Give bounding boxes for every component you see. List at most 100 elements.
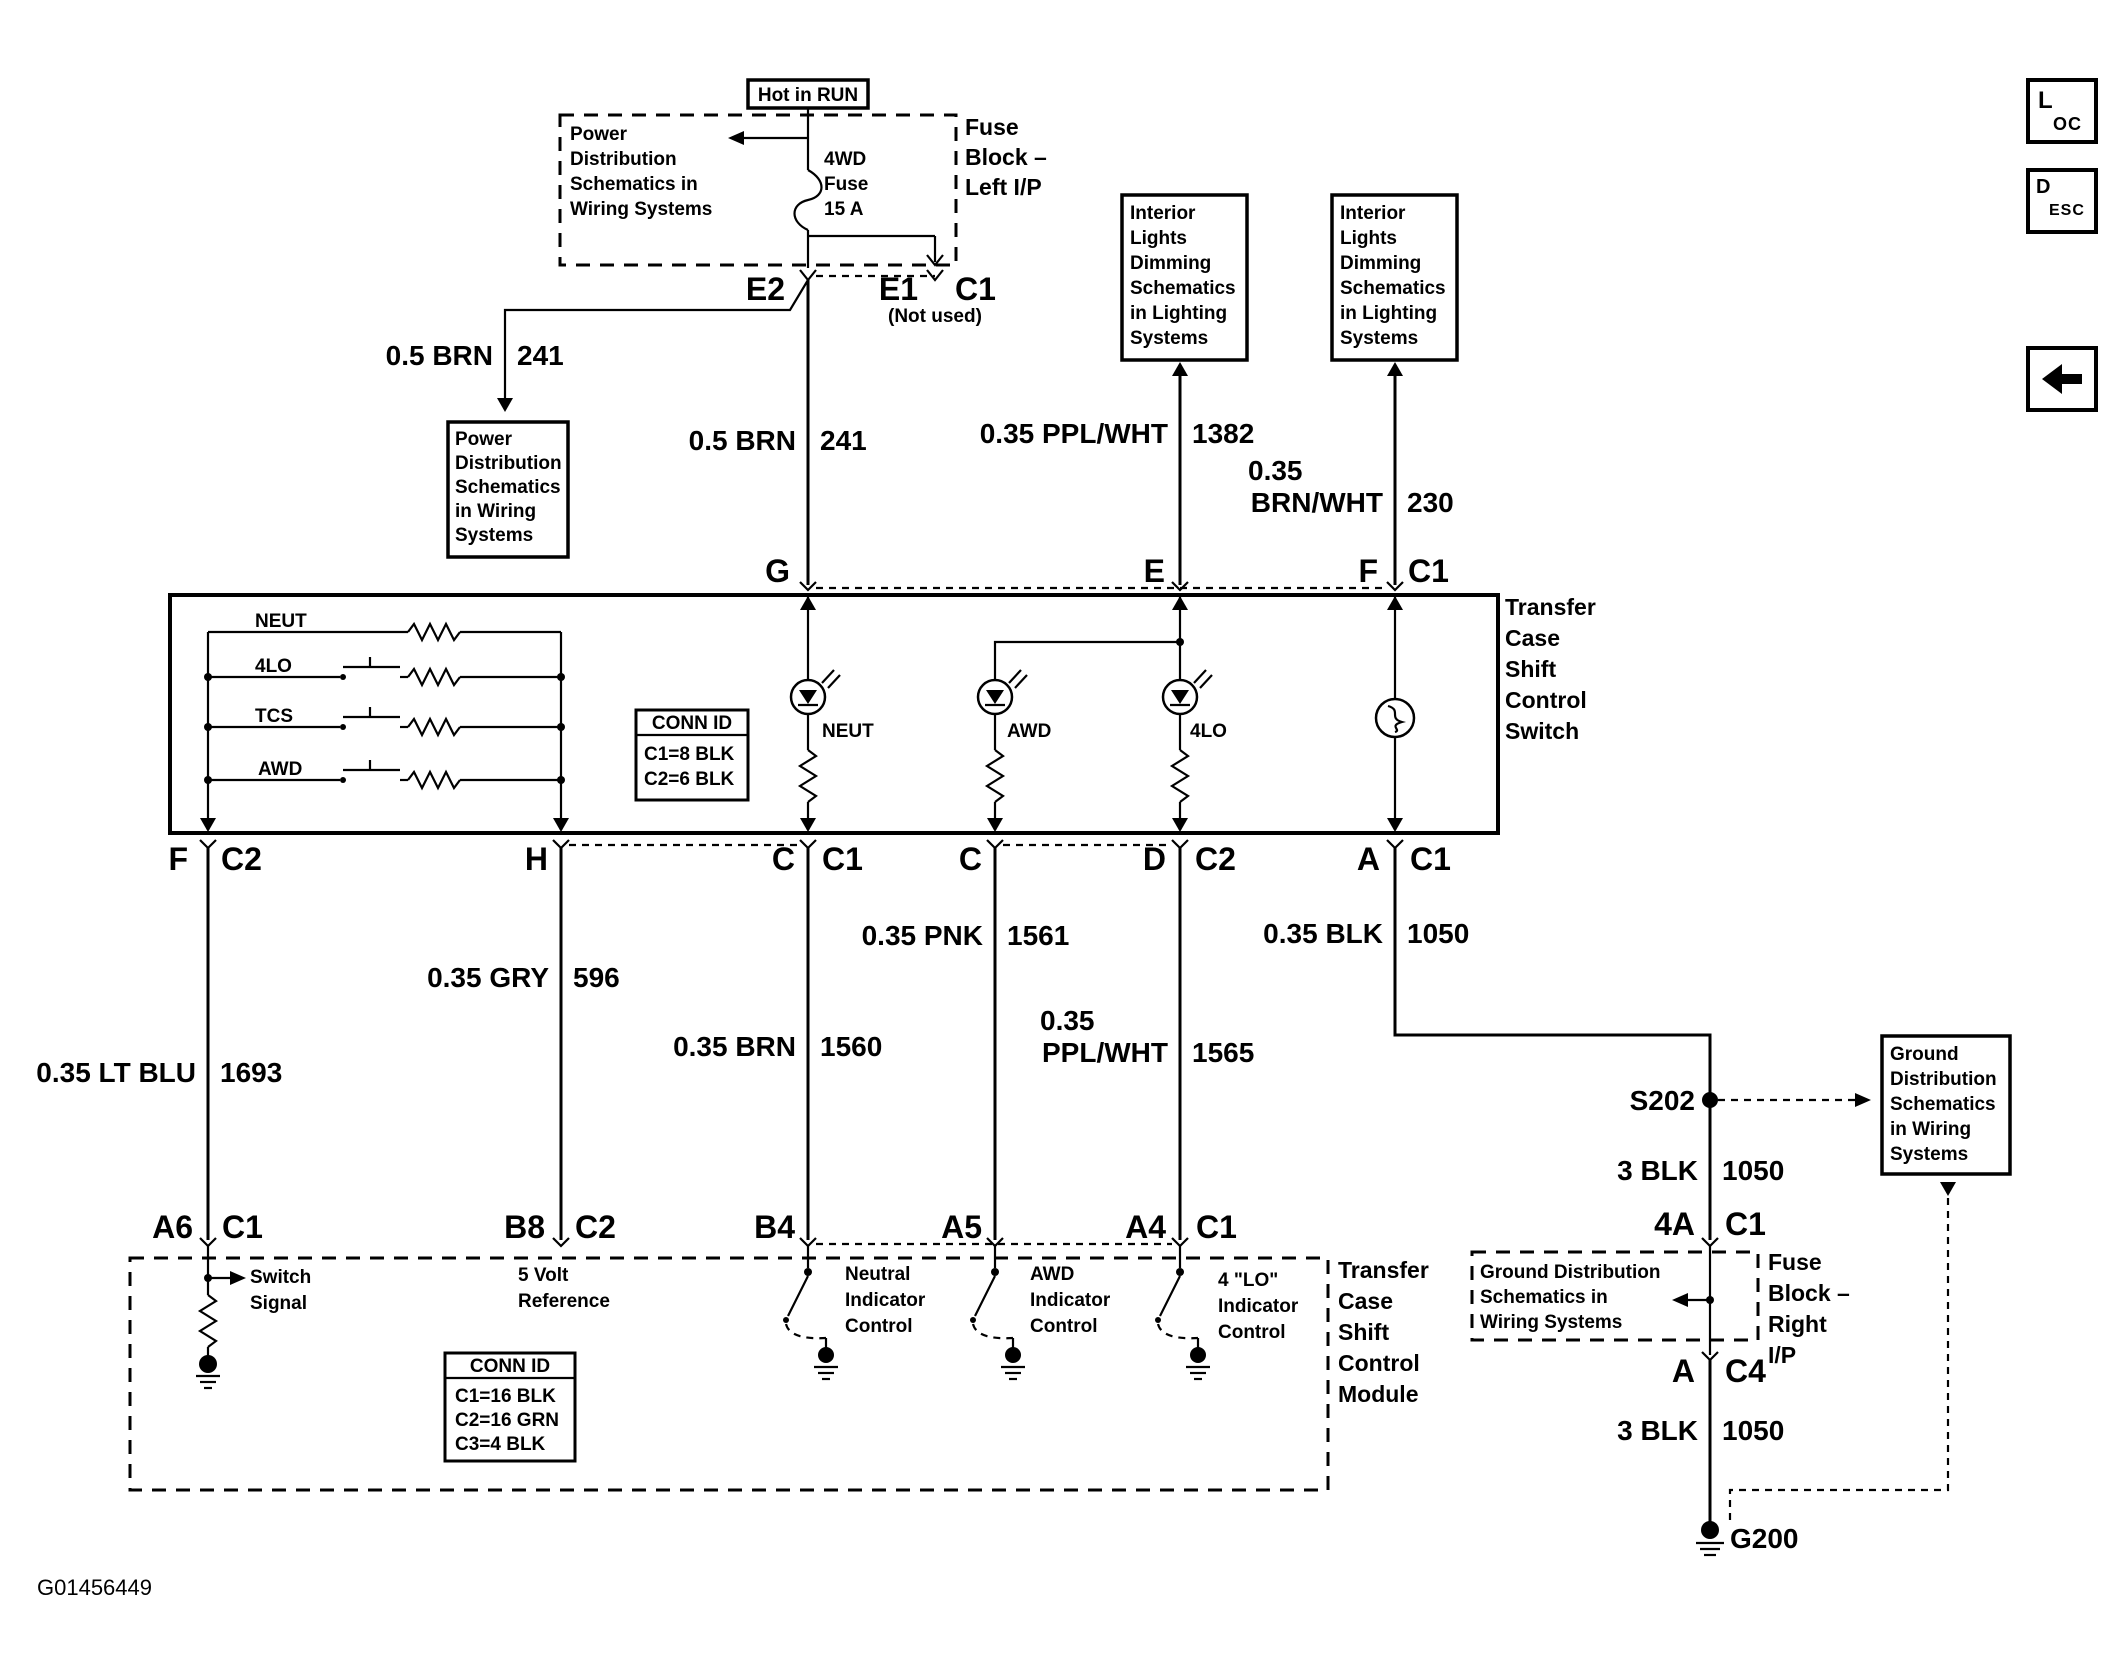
4lo-indicator-control: 4 "LO" Indicator Control [1155, 1246, 1299, 1381]
ground-pin-a: A [1672, 1353, 1695, 1389]
branch-wire-circuit: 241 [517, 340, 564, 371]
module-pin-a6: A6 [152, 1209, 193, 1245]
switch-bottom-pin-c-2: C [959, 841, 982, 877]
wire-1382-circuit: 1382 [1192, 418, 1254, 449]
position-4lo: 4LO [208, 656, 561, 688]
desc-main: D [2036, 176, 2050, 198]
ground-dist-1: Ground [1890, 1044, 1959, 1065]
wire-230-gauge-2: BRN/WHT [1251, 487, 1383, 518]
module-conn-c2: C2 [575, 1209, 616, 1245]
ground-wire1-gauge: 3 BLK [1617, 1155, 1698, 1186]
splice-s202 [1702, 1092, 1718, 1108]
wire-241-circuit: 241 [820, 425, 867, 456]
fuse-line-3: 15 A [824, 199, 864, 220]
fuse-block-right-3: Right [1768, 1311, 1827, 1337]
wire-230-gauge-1: 0.35 [1248, 455, 1303, 486]
fuse-icon [793, 169, 823, 232]
ground-ref-3: Wiring Systems [1480, 1312, 1622, 1333]
4lo-indicator-label: 4LO [1190, 721, 1227, 742]
upper-wires: 0.5 BRN 241 0.35 PPL/WHT 1382 0.35 BRN/W… [689, 280, 1454, 592]
power-dist-ref-3: Schematics [455, 477, 561, 498]
switch-bottom-conn-c1: C1 [822, 841, 863, 877]
neutral-ctrl-1: Neutral [845, 1264, 910, 1285]
module-title-1: Transfer [1338, 1257, 1429, 1283]
dimming-ref-1-line-4: Schematics [1130, 278, 1236, 299]
loc-sub: OC [2053, 114, 2082, 134]
dimming-ref-1[interactable]: Interior Lights Dimming Schematics in Li… [1120, 193, 1249, 362]
wire-1561-circuit: 1561 [1007, 920, 1069, 951]
wire-596-gauge: 0.35 GRY [427, 962, 549, 993]
switch-bottom-pin-f: F [168, 841, 188, 877]
figure-id: G01456449 [37, 1575, 152, 1600]
power-ref-line-3: Schematics in [570, 174, 698, 195]
position-tcs: TCS [208, 706, 561, 738]
dimming-ref-2-line-3: Dimming [1340, 253, 1421, 274]
ground-icon [1696, 1541, 1724, 1557]
desc-button[interactable]: D ESC [2026, 168, 2098, 234]
module-pin-a5: A5 [941, 1209, 982, 1245]
power-dist-ref-4: in Wiring [455, 501, 536, 522]
fuse-block-right-1: Fuse [1768, 1249, 1822, 1275]
neutral-indicator-control: Neutral Indicator Control [783, 1246, 926, 1381]
hot-in-run-label: Hot in RUN [758, 85, 858, 106]
switch-title-5: Switch [1505, 718, 1579, 744]
wire-596-circuit: 596 [573, 962, 620, 993]
ground-dist-3: Schematics [1890, 1094, 1996, 1115]
switch-bottom-pin-c-1: C [772, 841, 795, 877]
transfer-case-shift-control-switch: Transfer Case Shift Control Switch NEUT … [168, 593, 1596, 835]
switch-bottom-conn-c2-left: C2 [221, 841, 262, 877]
arrow-down-icon [497, 398, 513, 412]
connector-e2-icon [799, 269, 817, 282]
power-dist-ref-2: Distribution [455, 453, 562, 474]
module-title-3: Shift [1338, 1319, 1389, 1345]
dimming-ref-2-line-6: Systems [1340, 328, 1418, 349]
switch-pin-e: E [1144, 553, 1165, 589]
splice-label: S202 [1630, 1085, 1695, 1116]
awd-indicator-control: AWD Indicator Control [970, 1246, 1111, 1381]
desc-sub: ESC [2049, 202, 2085, 219]
fuse-block-left-title-3: Left I/P [965, 174, 1042, 200]
module-conn-id-title: CONN ID [470, 1356, 550, 1377]
fuse-block-left-title-1: Fuse [965, 114, 1019, 140]
wire-1693-gauge: 0.35 LT BLU [36, 1057, 196, 1088]
ground-dist-5: Systems [1890, 1144, 1968, 1165]
neut-indicator-label: NEUT [822, 721, 874, 742]
module-conn-id-line-2: C2=16 GRN [455, 1410, 559, 1431]
wire-230-circuit: 230 [1407, 487, 1454, 518]
ground-wire2-circuit: 1050 [1722, 1415, 1784, 1446]
switch-bottom-conn-c2-right: C2 [1195, 841, 1236, 877]
wire-1693-circuit: 1693 [220, 1057, 282, 1088]
switch-bottom-pin-d: D [1143, 841, 1166, 877]
switch-pin-f: F [1358, 553, 1378, 589]
dimming-ref-2[interactable]: Interior Lights Dimming Schematics in Li… [1330, 193, 1459, 362]
module-conn-c1-right: C1 [1196, 1209, 1237, 1245]
switch-signal-2: Signal [250, 1293, 307, 1314]
switch-title-2: Case [1505, 625, 1560, 651]
fuse-line-2: Fuse [824, 174, 868, 195]
back-button[interactable] [2026, 346, 2098, 412]
dimming-ref-2-line-4: Schematics [1340, 278, 1446, 299]
switch-conn-id-line-2: C2=6 BLK [644, 769, 735, 790]
fuse-line-1: 4WD [824, 149, 866, 170]
ground-icon [1001, 1365, 1025, 1381]
wire-1565-gauge-2: PPL/WHT [1042, 1037, 1168, 1068]
loc-main: L [2038, 87, 2053, 114]
dimming-ref-2-line-5: in Lighting [1340, 303, 1437, 324]
power-distribution-ref-box[interactable] [446, 420, 570, 559]
switch-bottom-pin-h: H [525, 841, 548, 877]
wire-1565-gauge-1: 0.35 [1040, 1005, 1095, 1036]
not-used-label: (Not used) [888, 306, 982, 327]
wire-1050-circuit: 1050 [1407, 918, 1469, 949]
fuse-block-right-2: Block – [1768, 1280, 1850, 1306]
position-neut: NEUT [208, 611, 561, 643]
awd-indicator-label: AWD [1007, 721, 1051, 742]
position-awd: AWD [208, 759, 561, 791]
ground-pin-4a: 4A [1654, 1206, 1695, 1242]
lo-ctrl-3: Control [1218, 1322, 1286, 1343]
switch-title-4: Control [1505, 687, 1587, 713]
loc-button[interactable]: L OC [2026, 78, 2098, 144]
ground-distribution-ref-box[interactable] [1880, 1034, 2012, 1176]
dimming-ref-2-line-2: Lights [1340, 228, 1397, 249]
switch-conn-id-box: CONN ID C1=8 BLK C2=6 BLK [634, 708, 750, 802]
module-title-2: Case [1338, 1288, 1393, 1314]
